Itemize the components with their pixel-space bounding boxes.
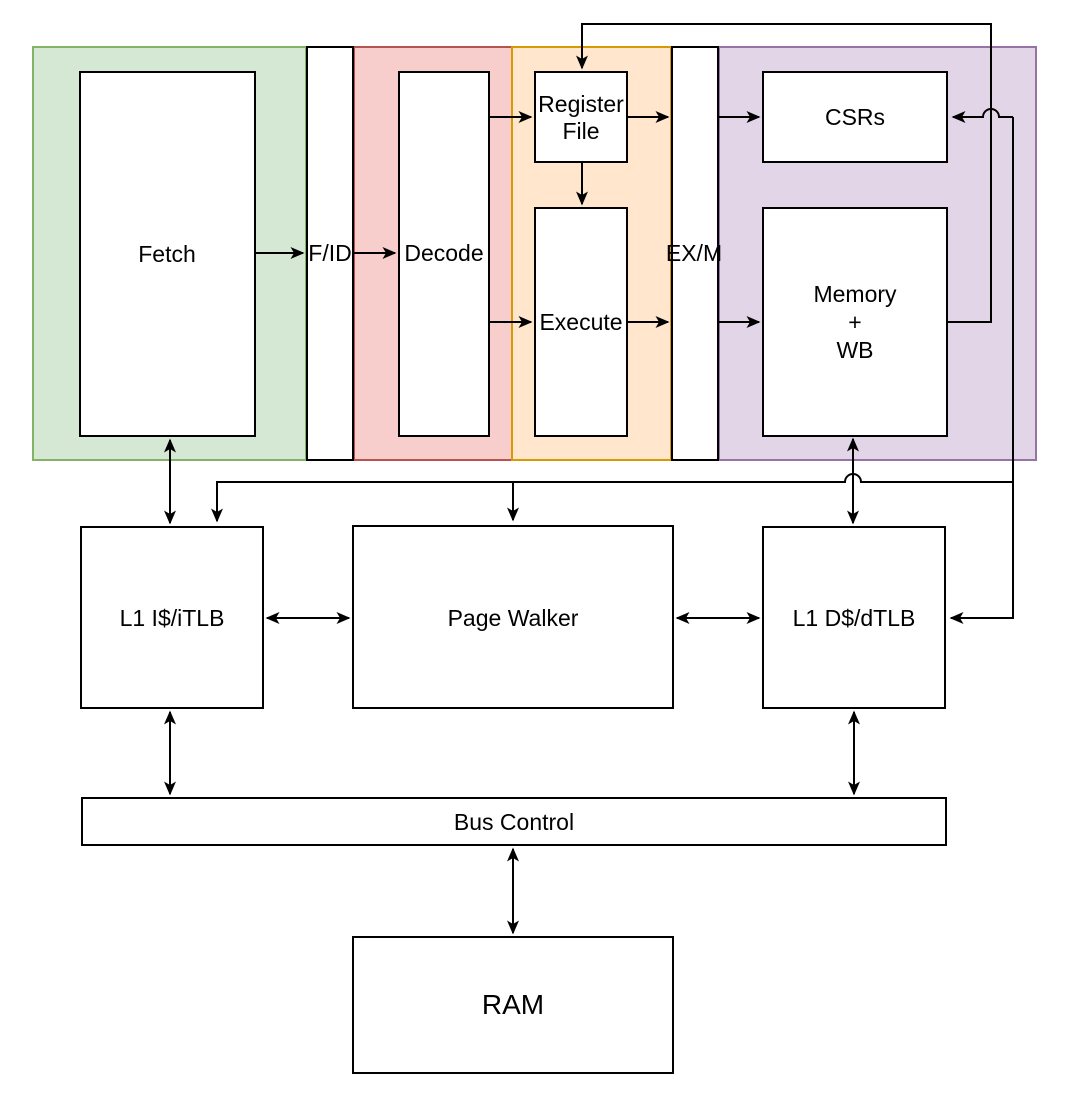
l1-icache-box xyxy=(80,526,264,709)
execute-box xyxy=(534,207,628,437)
ram-label: RAM xyxy=(482,989,544,1020)
wire-branch-to-l1icache-with-jump xyxy=(211,473,1013,523)
register-file-box xyxy=(534,71,628,163)
exm-label: EX/M xyxy=(666,240,722,266)
page-walker-label: Page Walker xyxy=(448,605,579,631)
arrow-memorywb-writeback-to-registerfile xyxy=(576,23,992,323)
fetch-label: Fetch xyxy=(138,241,196,267)
decode-box xyxy=(398,71,490,437)
bus-control-box xyxy=(81,797,947,846)
l1-icache-label: L1 I$/iTLB xyxy=(120,605,225,631)
exm-pipeline-register-box xyxy=(671,46,719,461)
fetch-box xyxy=(79,71,256,437)
csrs-box xyxy=(762,71,948,163)
memory-wb-label-line1: Memory xyxy=(813,281,897,307)
bus-control-label: Bus Control xyxy=(454,809,574,835)
wire-trunk-to-l1dcache xyxy=(949,117,1014,624)
decode-label: Decode xyxy=(404,240,483,266)
page-walker-box xyxy=(352,525,674,709)
memory-wb-label-line2: + xyxy=(848,309,861,335)
register-file-label-line2: File xyxy=(562,118,599,144)
fid-label: F/ID xyxy=(308,240,351,266)
fid-pipeline-register-box xyxy=(306,46,354,461)
memory-wb-label-line3: WB xyxy=(836,337,873,363)
wire-branch-to-csrs-with-jump xyxy=(951,108,1013,123)
l1-dcache-label: L1 D$/dTLB xyxy=(793,605,916,631)
csrs-label: CSRs xyxy=(825,104,885,130)
register-file-label-line1: Register xyxy=(538,91,624,117)
l1-dcache-box xyxy=(762,526,946,709)
execute-label: Execute xyxy=(539,309,622,335)
ram-box xyxy=(352,936,674,1074)
